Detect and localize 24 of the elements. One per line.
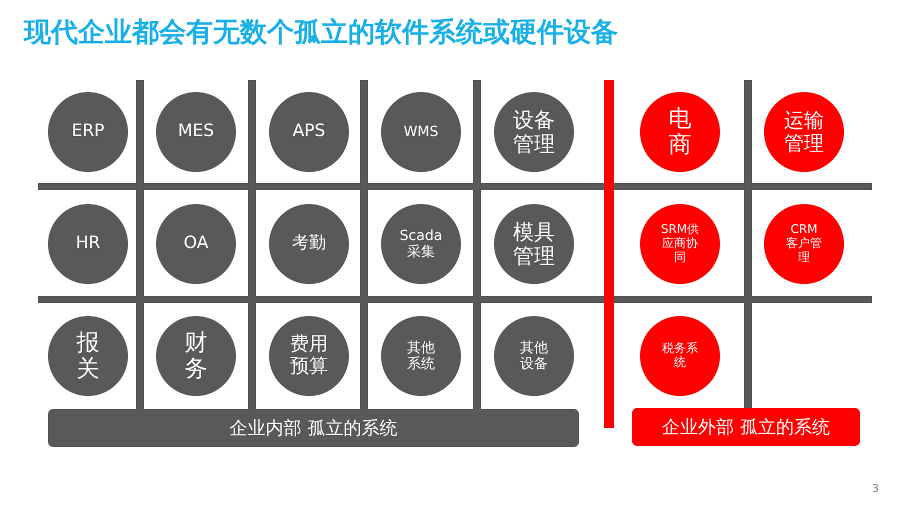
system-name: SRM供应商协同 [660, 223, 700, 265]
system-name: APS [292, 122, 326, 142]
system-name: 模具管理 [512, 220, 556, 268]
system-name: WMS [402, 124, 440, 140]
system-name: ERP [70, 122, 106, 142]
group-label-bar: 企业外部 孤立的系统 [632, 408, 860, 446]
system-name: 报关 [76, 330, 100, 382]
system-name: 费用预算 [289, 334, 329, 378]
system-name: HR [74, 234, 102, 254]
system-name: 其他设备 [519, 340, 549, 372]
system-name: MES [176, 122, 216, 142]
title: 现代企业都会有无数个孤立的软件系统或硬件设备 [24, 16, 618, 50]
system-name: CRM 客户管理 [785, 223, 823, 265]
system-name: Scada 采集 [398, 228, 444, 260]
page-number: 3 [872, 482, 879, 495]
system-name: 设备管理 [512, 108, 556, 156]
system-name: 电商 [668, 106, 692, 158]
group-label-bar: 企业内部 孤立的系统 [48, 409, 579, 447]
system-name: 运输管理 [783, 109, 825, 155]
system-name: 财务 [184, 330, 208, 382]
system-name: 考勤 [291, 234, 327, 254]
system-name: 税务系统 [661, 342, 699, 370]
system-name: 其他系统 [406, 340, 436, 372]
system-name: OA [182, 234, 210, 254]
